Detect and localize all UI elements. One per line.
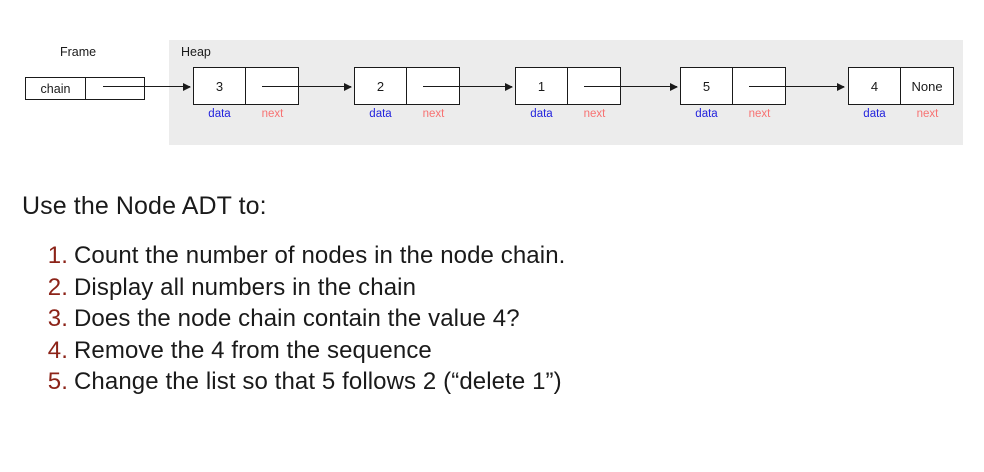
- frame-region-label: Frame: [60, 45, 97, 59]
- node-chain-diagram: Frame Heap chain 3 data next 2 data next…: [0, 0, 984, 160]
- frame-variable-name: chain: [26, 78, 86, 99]
- node-5-cell-labels: data next: [848, 108, 954, 120]
- task-list: 1. Count the number of nodes in the node…: [30, 240, 566, 398]
- node-4-next-stub: [749, 86, 786, 88]
- node-1-next-stub: [262, 86, 299, 88]
- node-2-data-label: data: [369, 108, 392, 120]
- node-1-data: 3: [194, 68, 247, 104]
- node-4-data: 5: [681, 68, 734, 104]
- task-item-5: 5. Change the list so that 5 follows 2 (…: [48, 366, 565, 398]
- task-item-4-text: Remove the 4 from the sequence: [74, 336, 432, 364]
- node-1-data-label: data: [208, 108, 231, 120]
- task-item-3-text: Does the node chain contain the value 4?: [74, 305, 520, 332]
- node-4-data-label: data: [695, 108, 718, 120]
- task-item-4-number: 4.: [47, 336, 68, 364]
- task-item-4: 4. Remove the 4 from the sequence: [48, 335, 565, 367]
- arrow-node-4-to-node-5: [786, 81, 845, 93]
- node-2-next-stub: [423, 86, 460, 88]
- node-5-next-label: next: [916, 108, 939, 120]
- node-3-next-stub: [584, 86, 621, 88]
- node-5-data: 4: [849, 68, 902, 104]
- task-item-5-number: 5.: [47, 368, 68, 395]
- node-3-next-label: next: [583, 108, 606, 120]
- node-3-data: 1: [516, 68, 569, 104]
- frame-variable-pointer-slot: [86, 78, 144, 99]
- task-item-5-text: Change the list so that 5 follows 2 (“de…: [74, 368, 562, 395]
- node-2: 2: [354, 67, 460, 105]
- node-2-data: 2: [355, 68, 408, 104]
- task-item-3: 3. Does the node chain contain the value…: [48, 303, 565, 335]
- chain-pointer-stub: [103, 86, 145, 88]
- node-3-data-label: data: [530, 108, 553, 120]
- frame-variable-chain: chain: [25, 77, 145, 100]
- arrow-node-2-to-node-3: [460, 81, 513, 93]
- task-item-1-text: Count the number of nodes in the node ch…: [74, 242, 566, 269]
- node-4-next-label: next: [748, 108, 771, 120]
- node-4-cell-labels: data next: [680, 108, 786, 120]
- node-1-next-label: next: [261, 108, 284, 120]
- node-2-next-label: next: [422, 108, 445, 120]
- node-3-cell-labels: data next: [515, 108, 621, 120]
- task-item-2-text: Display all numbers in the chain: [74, 273, 417, 301]
- task-item-2: 2. Display all numbers in the chain: [48, 272, 565, 304]
- task-item-1: 1. Count the number of nodes in the node…: [48, 240, 566, 272]
- task-item-2-number: 2.: [47, 273, 68, 301]
- node-5-next: None: [911, 78, 943, 94]
- arrow-chain-to-node-1: [145, 81, 191, 93]
- arrow-node-1-to-node-2: [299, 81, 352, 93]
- node-5: 4 None: [848, 67, 954, 105]
- node-1-cell-labels: data next: [193, 108, 299, 120]
- slide-lead-text: Use the Node ADT to:: [22, 192, 267, 220]
- heap-region-label: Heap: [181, 45, 211, 59]
- task-item-3-number: 3.: [47, 305, 68, 332]
- task-item-1-number: 1.: [47, 242, 68, 269]
- node-2-cell-labels: data next: [354, 108, 460, 120]
- node-5-data-label: data: [863, 108, 886, 120]
- arrow-node-3-to-node-4: [621, 81, 678, 93]
